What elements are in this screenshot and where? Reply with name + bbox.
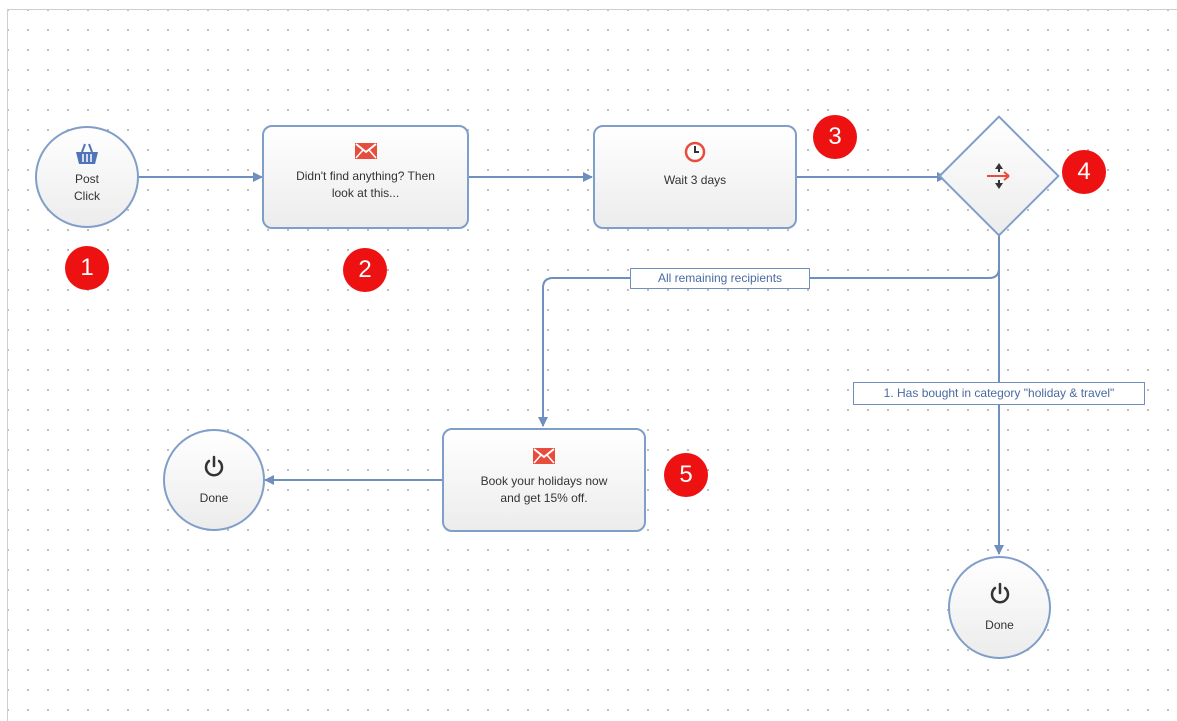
clock-icon: [595, 141, 795, 168]
edge-label-remaining-recipients[interactable]: All remaining recipients: [630, 268, 810, 289]
step-badge-1: 1: [65, 246, 109, 290]
wait-node[interactable]: Wait 3 days: [593, 125, 797, 229]
envelope-icon: [264, 143, 467, 164]
email-2-label-line1: Book your holidays now: [480, 474, 608, 488]
done-right-label: Done: [985, 618, 1014, 632]
email-2-label-line2: and get 15% off.: [500, 491, 588, 505]
post-click-label-line2: Click: [74, 189, 100, 203]
step-badge-3: 3: [813, 115, 857, 159]
power-icon: [165, 455, 263, 484]
email-node-didnt-find[interactable]: Didn't find anything? Then look at this.…: [262, 125, 469, 229]
done-node-right[interactable]: Done: [948, 556, 1051, 659]
wait-label: Wait 3 days: [663, 173, 727, 187]
workflow-canvas[interactable]: [7, 9, 1177, 721]
email-node-book-holidays[interactable]: Book your holidays now and get 15% off.: [442, 428, 646, 532]
step-badge-2: 2: [343, 248, 387, 292]
basket-icon: [37, 142, 137, 171]
step-badge-4: 4: [1062, 150, 1106, 194]
done-node-left[interactable]: Done: [163, 429, 265, 531]
edge-label-has-bought-category[interactable]: 1. Has bought in category "holiday & tra…: [853, 382, 1145, 405]
done-left-label: Done: [199, 491, 229, 505]
envelope-icon: [444, 448, 644, 469]
power-icon: [950, 582, 1049, 611]
step-badge-5: 5: [664, 453, 708, 497]
post-click-label-line1: Post: [74, 172, 99, 186]
post-click-node[interactable]: Post Click: [35, 126, 139, 228]
email-1-label-line2: look at this...: [331, 186, 400, 200]
email-1-label-line1: Didn't find anything? Then: [296, 169, 435, 183]
split-icon: [983, 160, 1015, 197]
